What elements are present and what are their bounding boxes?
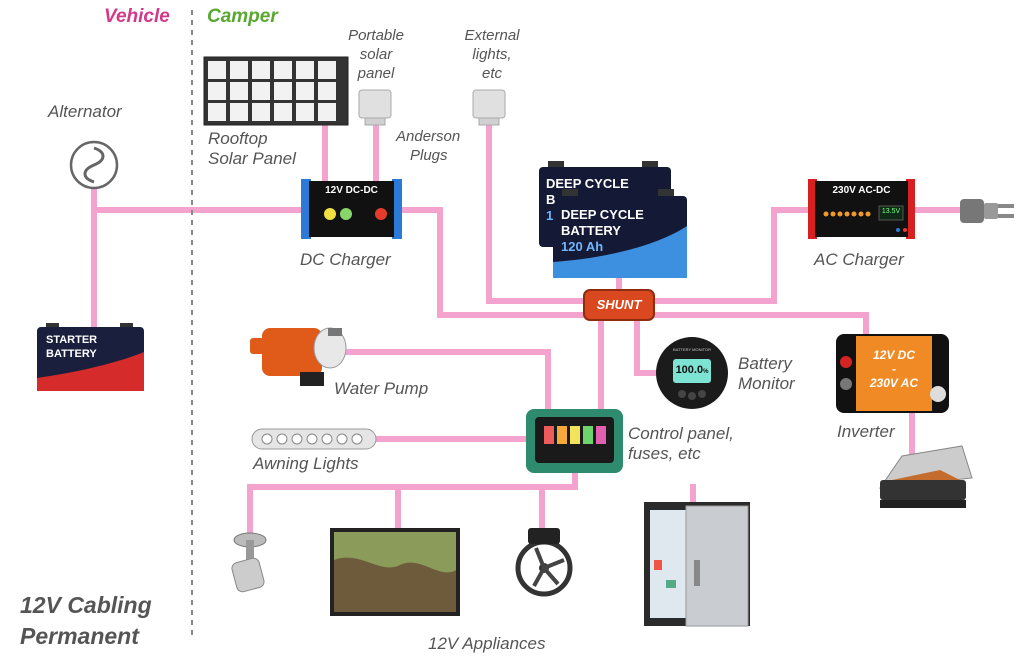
deep-cycle-front-line-3: 120 Ah: [561, 239, 604, 254]
control-panel-line-1: Control panel,: [628, 424, 734, 443]
awning-lights-icon: [251, 428, 377, 450]
anderson-plugs-line-1: Anderson: [396, 128, 461, 145]
external-lights-line-1: External: [464, 27, 520, 44]
external-lights-line-3: etc: [481, 65, 502, 82]
inverter-face-line-3: 230V AC: [869, 376, 919, 390]
battery-monitor-unit: %: [703, 369, 709, 375]
alternator-label: Alternator: [48, 102, 122, 121]
inverter-face-line-1: 12V DC: [872, 348, 916, 362]
control-panel-label: Control panel, fuses, etc: [628, 424, 734, 464]
dc-charger-icon: [301, 179, 402, 239]
title-line-1: 12V Cabling: [20, 592, 152, 618]
portable-solar-label: Portable solar panel: [340, 26, 412, 83]
wire-dc-charger-out: [399, 207, 869, 338]
inverter-icon: [836, 334, 949, 413]
wire-shunt-monitor: [634, 315, 667, 376]
water-pump-label: Water Pump: [334, 379, 429, 398]
alternator-icon: [69, 140, 119, 190]
shunt-icon: [583, 289, 655, 321]
external-lights-line-2: lights,: [472, 46, 512, 63]
shunt-label: SHUNT: [596, 297, 642, 312]
inverter-face: 12V DC - 230V AC: [856, 348, 932, 390]
starter-battery-line-1: STARTER: [46, 334, 98, 346]
awning-lights-label: Awning Lights: [253, 454, 359, 473]
portable-solar-line-1: Portable: [348, 27, 404, 44]
sandwich-press-icon: [878, 445, 973, 508]
water-pump-icon: [250, 327, 347, 386]
battery-monitor-label: Battery Monitor: [738, 354, 795, 394]
starter-battery-face: STARTER BATTERY: [46, 333, 97, 361]
starter-battery-icon: [37, 323, 144, 391]
ac-charger-label: AC Charger: [814, 250, 904, 269]
rooftop-solar-line-1: Rooftop: [208, 129, 268, 148]
deep-cycle-front-face: DEEP CYCLE BATTERY 120 Ah: [561, 207, 644, 255]
anderson-plugs-label: Anderson Plugs: [396, 127, 460, 165]
wire-water-pump: [341, 349, 551, 415]
deep-cycle-battery-front-icon: [553, 189, 687, 278]
mains-plug-icon: [960, 199, 1014, 223]
battery-monitor-reading: 100.0%: [673, 364, 711, 376]
ac-charger-display: 13.5V: [881, 208, 901, 215]
battery-monitor-face-title: BATTERY MONITOR: [673, 347, 711, 352]
battery-monitor-value: 100.0: [675, 364, 704, 376]
portable-solar-line-2: solar: [359, 46, 393, 63]
deep-cycle-back-line-1: DEEP CYCLE: [546, 176, 629, 191]
ac-charger-face: 230V AC-DC: [832, 185, 891, 196]
starter-battery-line-2: BATTERY: [46, 348, 97, 360]
anderson-plug-solar-icon: [358, 89, 392, 126]
wire-appliance-bus: [247, 469, 578, 538]
rooftop-solar-line-2: Solar Panel: [208, 149, 296, 168]
deep-cycle-back-face: DEEP CYCLE B 1: [546, 176, 629, 224]
ac-charger-icon: [808, 179, 915, 239]
portable-solar-line-3: panel: [357, 65, 395, 82]
wire-external-lights: [486, 119, 587, 304]
deep-cycle-front-line-1: DEEP CYCLE: [561, 207, 644, 222]
diagram-title: 12V Cabling Permanent: [20, 590, 152, 652]
camper-zone-header: Camper: [207, 6, 278, 27]
title-line-2: Permanent: [20, 623, 139, 649]
inverter-face-line-2: -: [892, 362, 896, 376]
spotlight-icon: [231, 532, 267, 593]
external-lights-label: External lights, etc: [456, 26, 528, 83]
battery-monitor-line-1: Battery: [738, 354, 792, 373]
battery-monitor-line-2: Monitor: [738, 374, 795, 393]
deep-cycle-front-line-2: BATTERY: [561, 223, 621, 238]
control-panel-icon: [526, 409, 623, 473]
dc-charger-label: DC Charger: [300, 250, 391, 269]
control-panel-line-2: fuses, etc: [628, 444, 701, 463]
deep-cycle-back-line-2: B: [546, 192, 556, 207]
rooftop-solar-panel-icon: [203, 56, 349, 126]
vehicle-zone-header: Vehicle: [104, 6, 170, 27]
rooftop-solar-label: Rooftop Solar Panel: [208, 129, 296, 169]
tv-icon: [330, 528, 460, 616]
wire-ac-charger: [649, 207, 813, 304]
inverter-label: Inverter: [837, 422, 895, 441]
anderson-plugs-line-2: Plugs: [410, 147, 448, 164]
anderson-plug-lights-icon: [472, 89, 506, 126]
fridge-icon: [644, 502, 750, 627]
fan-icon: [515, 528, 573, 597]
battery-monitor-icon: [656, 337, 728, 409]
appliances-label: 12V Appliances: [428, 634, 546, 653]
deep-cycle-back-line-3: 1: [546, 208, 554, 223]
dc-charger-face: 12V DC-DC: [325, 185, 378, 196]
